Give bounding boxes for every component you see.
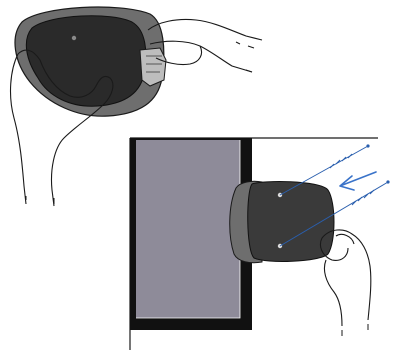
- bracket-icon: [139, 47, 167, 87]
- mounted-device-body: [247, 181, 335, 262]
- left-hand-icon: [10, 49, 114, 207]
- device-lens-icon: [71, 35, 77, 41]
- screw-top-icon: [279, 145, 369, 196]
- right-hand-icon: [147, 18, 263, 73]
- monitor-screen: [136, 140, 240, 318]
- holding-hand-icon: [319, 229, 372, 327]
- step-1-hold-device: [10, 6, 263, 207]
- device-face: [25, 15, 147, 107]
- step-2-mount-device: [129, 137, 390, 350]
- screw-bottom-icon: [279, 181, 389, 247]
- slide-left-arrow-icon: [339, 171, 377, 191]
